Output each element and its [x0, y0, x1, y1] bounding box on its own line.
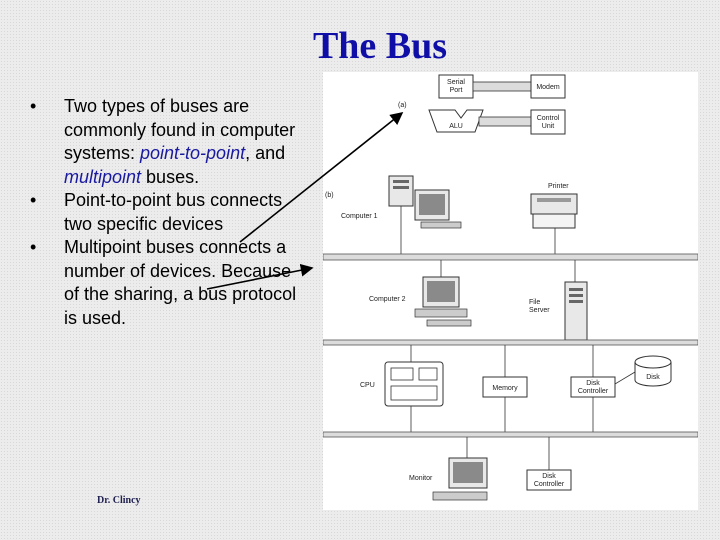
printer-label: Printer — [548, 183, 569, 190]
memory-box: Memory — [482, 345, 528, 432]
svg-text:Memory: Memory — [492, 385, 518, 392]
bus-figure: (a) Serial Port Modem ALU Control Unit (… — [323, 72, 698, 510]
svg-text:Modem: Modem — [536, 84, 560, 91]
cpu-label: CPU — [360, 382, 375, 389]
computer-1-icon — [388, 175, 462, 254]
bullet-point-to-point: Point-to-point bus connects two specific… — [30, 189, 305, 236]
printer-icon — [530, 193, 578, 254]
disk-controller-2-box: Disk Controller — [526, 437, 572, 491]
svg-text:Disk: Disk — [586, 380, 600, 387]
bullet-list: Two types of buses are commonly found in… — [30, 95, 305, 330]
multipoint-term: multipoint — [64, 166, 142, 187]
multipoint-bus-1 — [323, 253, 698, 261]
file-server-icon — [564, 260, 588, 341]
serial-port-box: Serial Port — [438, 74, 474, 99]
label-b: (b) — [325, 192, 334, 199]
point-to-point-term: point-to-point — [140, 143, 246, 163]
computer-2-icon — [414, 260, 472, 327]
multipoint-bus-3 — [323, 431, 698, 438]
computer-1-label: Computer 1 — [341, 213, 378, 220]
svg-text:Unit: Unit — [542, 123, 555, 130]
bullet-multipoint: Multipoint buses connects a number of de… — [30, 236, 305, 330]
alu-shape: ALU — [428, 109, 484, 133]
svg-text:Control: Control — [537, 115, 560, 122]
file-server-label-2: Server — [529, 307, 550, 314]
footer-author: Dr. Clincy — [97, 495, 141, 506]
svg-text:Disk: Disk — [646, 374, 660, 381]
file-server-label-1: File — [529, 299, 540, 306]
label-a: (a) — [398, 102, 407, 109]
svg-text:Disk: Disk — [542, 473, 556, 480]
bullet-bus-types: Two types of buses are commonly found in… — [30, 95, 305, 189]
svg-text:ALU: ALU — [449, 123, 463, 130]
svg-text:Serial: Serial — [447, 79, 465, 86]
disk-cylinder: Disk — [634, 355, 672, 387]
computer-2-label: Computer 2 — [369, 296, 406, 303]
slide-title: The Bus — [312, 25, 448, 67]
disk-controller-box: Disk Controller — [570, 345, 636, 432]
control-unit-box: Control Unit — [530, 109, 566, 135]
svg-text:Controller: Controller — [534, 481, 565, 488]
point-to-point-bus-a — [472, 81, 532, 92]
svg-text:Controller: Controller — [578, 388, 609, 395]
modem-box: Modem — [530, 74, 566, 99]
cpu-chip — [384, 345, 444, 432]
svg-text:Port: Port — [450, 87, 463, 94]
point-to-point-bus-b — [478, 116, 532, 127]
multipoint-bus-2 — [323, 339, 698, 346]
monitor-icon — [432, 437, 488, 501]
monitor-label: Monitor — [409, 475, 433, 482]
